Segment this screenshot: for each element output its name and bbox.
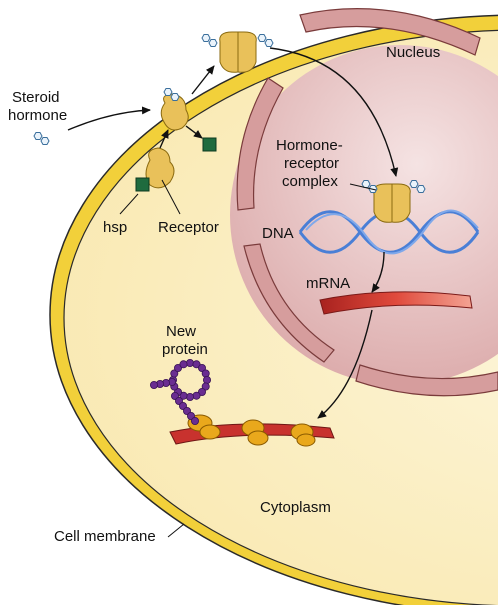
leader-lines xyxy=(119,179,377,538)
protein-bead xyxy=(179,360,188,369)
hormone-ring xyxy=(361,180,371,188)
leader-hsp xyxy=(119,193,139,215)
protein-bead xyxy=(192,360,201,369)
label-steroid-hormone-line1: Steroid xyxy=(12,89,60,106)
arrows xyxy=(67,47,399,419)
label-cell-membrane: Cell membrane xyxy=(54,528,156,545)
ribosome xyxy=(296,433,316,447)
arrow-to-dimer xyxy=(191,65,215,95)
receptor-shape xyxy=(391,183,411,223)
leader-complex xyxy=(349,183,377,191)
dna-strand-c xyxy=(305,209,479,255)
receptor-shape xyxy=(237,31,257,73)
label-steroid-hormone-line2: hormone xyxy=(8,107,67,124)
protein-bead xyxy=(197,387,206,396)
hormone-ring xyxy=(163,88,173,96)
protein-bead xyxy=(192,391,201,400)
ribosomes xyxy=(187,414,316,447)
leader-cell-membrane xyxy=(167,523,185,538)
label-nucleus: Nucleus xyxy=(386,44,440,61)
envelope-segment-top xyxy=(299,8,481,56)
protein-bead xyxy=(201,382,210,391)
hormone-ring xyxy=(264,39,274,47)
receptor-shape xyxy=(219,31,239,73)
arrow-mrna-to-ribosome xyxy=(317,309,373,419)
label-mrna: mRNA xyxy=(306,275,350,292)
label-hsp: hsp xyxy=(103,219,127,236)
hormone-ring xyxy=(416,185,426,193)
arrow-dimer-to-dna xyxy=(269,47,399,177)
label-dna: DNA xyxy=(262,225,294,242)
arrow-hormone-to-receptor xyxy=(67,106,151,131)
hormone-ring xyxy=(409,180,419,188)
protein-bead xyxy=(185,358,194,367)
translation-complex xyxy=(169,414,335,447)
ribosome xyxy=(247,430,269,446)
arrow-receptor-up xyxy=(159,129,169,149)
hormone-ring xyxy=(257,34,267,42)
label-cytoplasm: Cytoplasm xyxy=(260,499,331,516)
label-new-protein-line1: New xyxy=(166,323,196,340)
label-receptor: Receptor xyxy=(158,219,219,236)
ribosome xyxy=(199,424,221,440)
protein-bead xyxy=(173,363,182,372)
new-protein-chain xyxy=(149,358,211,425)
leader-receptor xyxy=(161,179,181,215)
envelope-segment-upper-left xyxy=(236,77,284,211)
label-complex-line3: complex xyxy=(282,173,338,190)
hormone-receptor-complex-on-dna xyxy=(373,183,411,223)
hormone-ring xyxy=(201,34,211,42)
protein-bead xyxy=(197,363,206,372)
protein-bead xyxy=(201,369,210,378)
protein-bead xyxy=(202,375,211,384)
hsp-square-released xyxy=(202,137,217,152)
dna-strand-a xyxy=(298,210,480,254)
hsp-square xyxy=(135,177,150,192)
envelope-segment-lower-left xyxy=(243,243,335,363)
receptor-dimer-top xyxy=(219,31,257,73)
protein-bead xyxy=(190,416,199,425)
labels: Steroid hormone Nucleus Hormone- recepto… xyxy=(8,44,440,545)
protein-bead xyxy=(149,380,158,389)
hormone-ring xyxy=(208,39,218,47)
protein-bead xyxy=(179,391,188,400)
hormone-ring xyxy=(40,137,50,145)
label-complex-line2: receptor xyxy=(284,155,339,172)
arrow-dna-to-mrna xyxy=(371,251,385,293)
label-complex-line1: Hormone- xyxy=(276,137,343,154)
hormone-ring xyxy=(170,93,180,101)
label-new-protein-line2: protein xyxy=(162,341,208,358)
receptor-with-hsp xyxy=(135,147,175,192)
arrow-hsp-release xyxy=(185,125,203,139)
hormone-ring xyxy=(33,132,43,140)
protein-bead xyxy=(185,392,194,401)
protein-bead xyxy=(170,369,179,378)
mrna-strand-nucleus xyxy=(319,291,473,315)
steroid-hormone-molecules xyxy=(33,34,426,193)
